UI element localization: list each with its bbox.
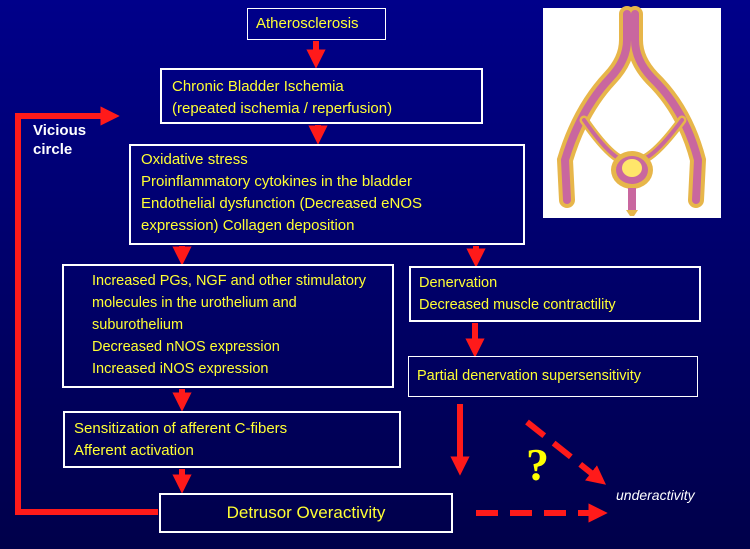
oxidative-stress-box: Oxidative stress Proinflammatory cytokin… bbox=[129, 144, 525, 245]
chronic-bladder-ischemia-box: Chronic Bladder Ischemia (repeated ische… bbox=[160, 68, 483, 124]
atherosclerosis-box: Atherosclerosis bbox=[247, 8, 386, 40]
oxidative-line-1: Oxidative stress bbox=[141, 151, 248, 168]
denervation-line-2: Decreased muscle contractility bbox=[419, 297, 616, 313]
detrusor-overactivity-box: Detrusor Overactivity bbox=[159, 493, 453, 533]
question-mark: ? bbox=[526, 439, 549, 490]
pgs-line-1: Increased PGs, NGF and other stimulatory bbox=[92, 273, 366, 289]
bladder-artery-illustration bbox=[543, 6, 721, 218]
vicious-circle-loop bbox=[15, 106, 158, 515]
atherosclerosis-text: Atherosclerosis bbox=[256, 15, 359, 32]
oxidative-line-2: Proinflammatory cytokines in the bladder bbox=[141, 173, 412, 190]
afferent-sensitization-box: Sensitization of afferent C-fibers Affer… bbox=[63, 411, 401, 468]
oxidative-line-3: Endothelial dysfunction (Decreased eNOS bbox=[141, 195, 422, 212]
sensitization-line-2: Afferent activation bbox=[74, 442, 194, 459]
pgs-line-2: molecules in the urothelium and bbox=[92, 295, 297, 311]
dashed-arrow-diagonal bbox=[525, 419, 607, 485]
stimulatory-molecules-box: Increased PGs, NGF and other stimulatory… bbox=[62, 264, 394, 388]
detrusor-text: Detrusor Overactivity bbox=[226, 503, 386, 522]
vicious-line-1: Vicious bbox=[33, 122, 87, 139]
sensitization-line-1: Sensitization of afferent C-fibers bbox=[74, 420, 288, 437]
partial-text: Partial denervation supersensitivity bbox=[417, 368, 642, 384]
oxidative-line-4: expression) Collagen deposition bbox=[141, 217, 355, 234]
vicious-circle-label: Vicious circle bbox=[33, 121, 86, 159]
ischemia-line-1: Chronic Bladder Ischemia bbox=[172, 78, 344, 95]
ischemia-line-2: (repeated ischemia / reperfusion) bbox=[172, 100, 393, 117]
denervation-line-1: Denervation bbox=[419, 275, 498, 291]
pgs-line-5: Increased iNOS expression bbox=[92, 361, 269, 377]
partial-denervation-box: Partial denervation supersensitivity bbox=[408, 356, 698, 397]
underactivity-label: underactivity bbox=[616, 487, 695, 503]
vicious-line-2: circle bbox=[33, 141, 73, 158]
pgs-line-4: Decreased nNOS expression bbox=[92, 339, 280, 355]
pgs-line-3: suburothelium bbox=[92, 317, 184, 333]
denervation-box: Denervation Decreased muscle contractili… bbox=[409, 266, 701, 322]
